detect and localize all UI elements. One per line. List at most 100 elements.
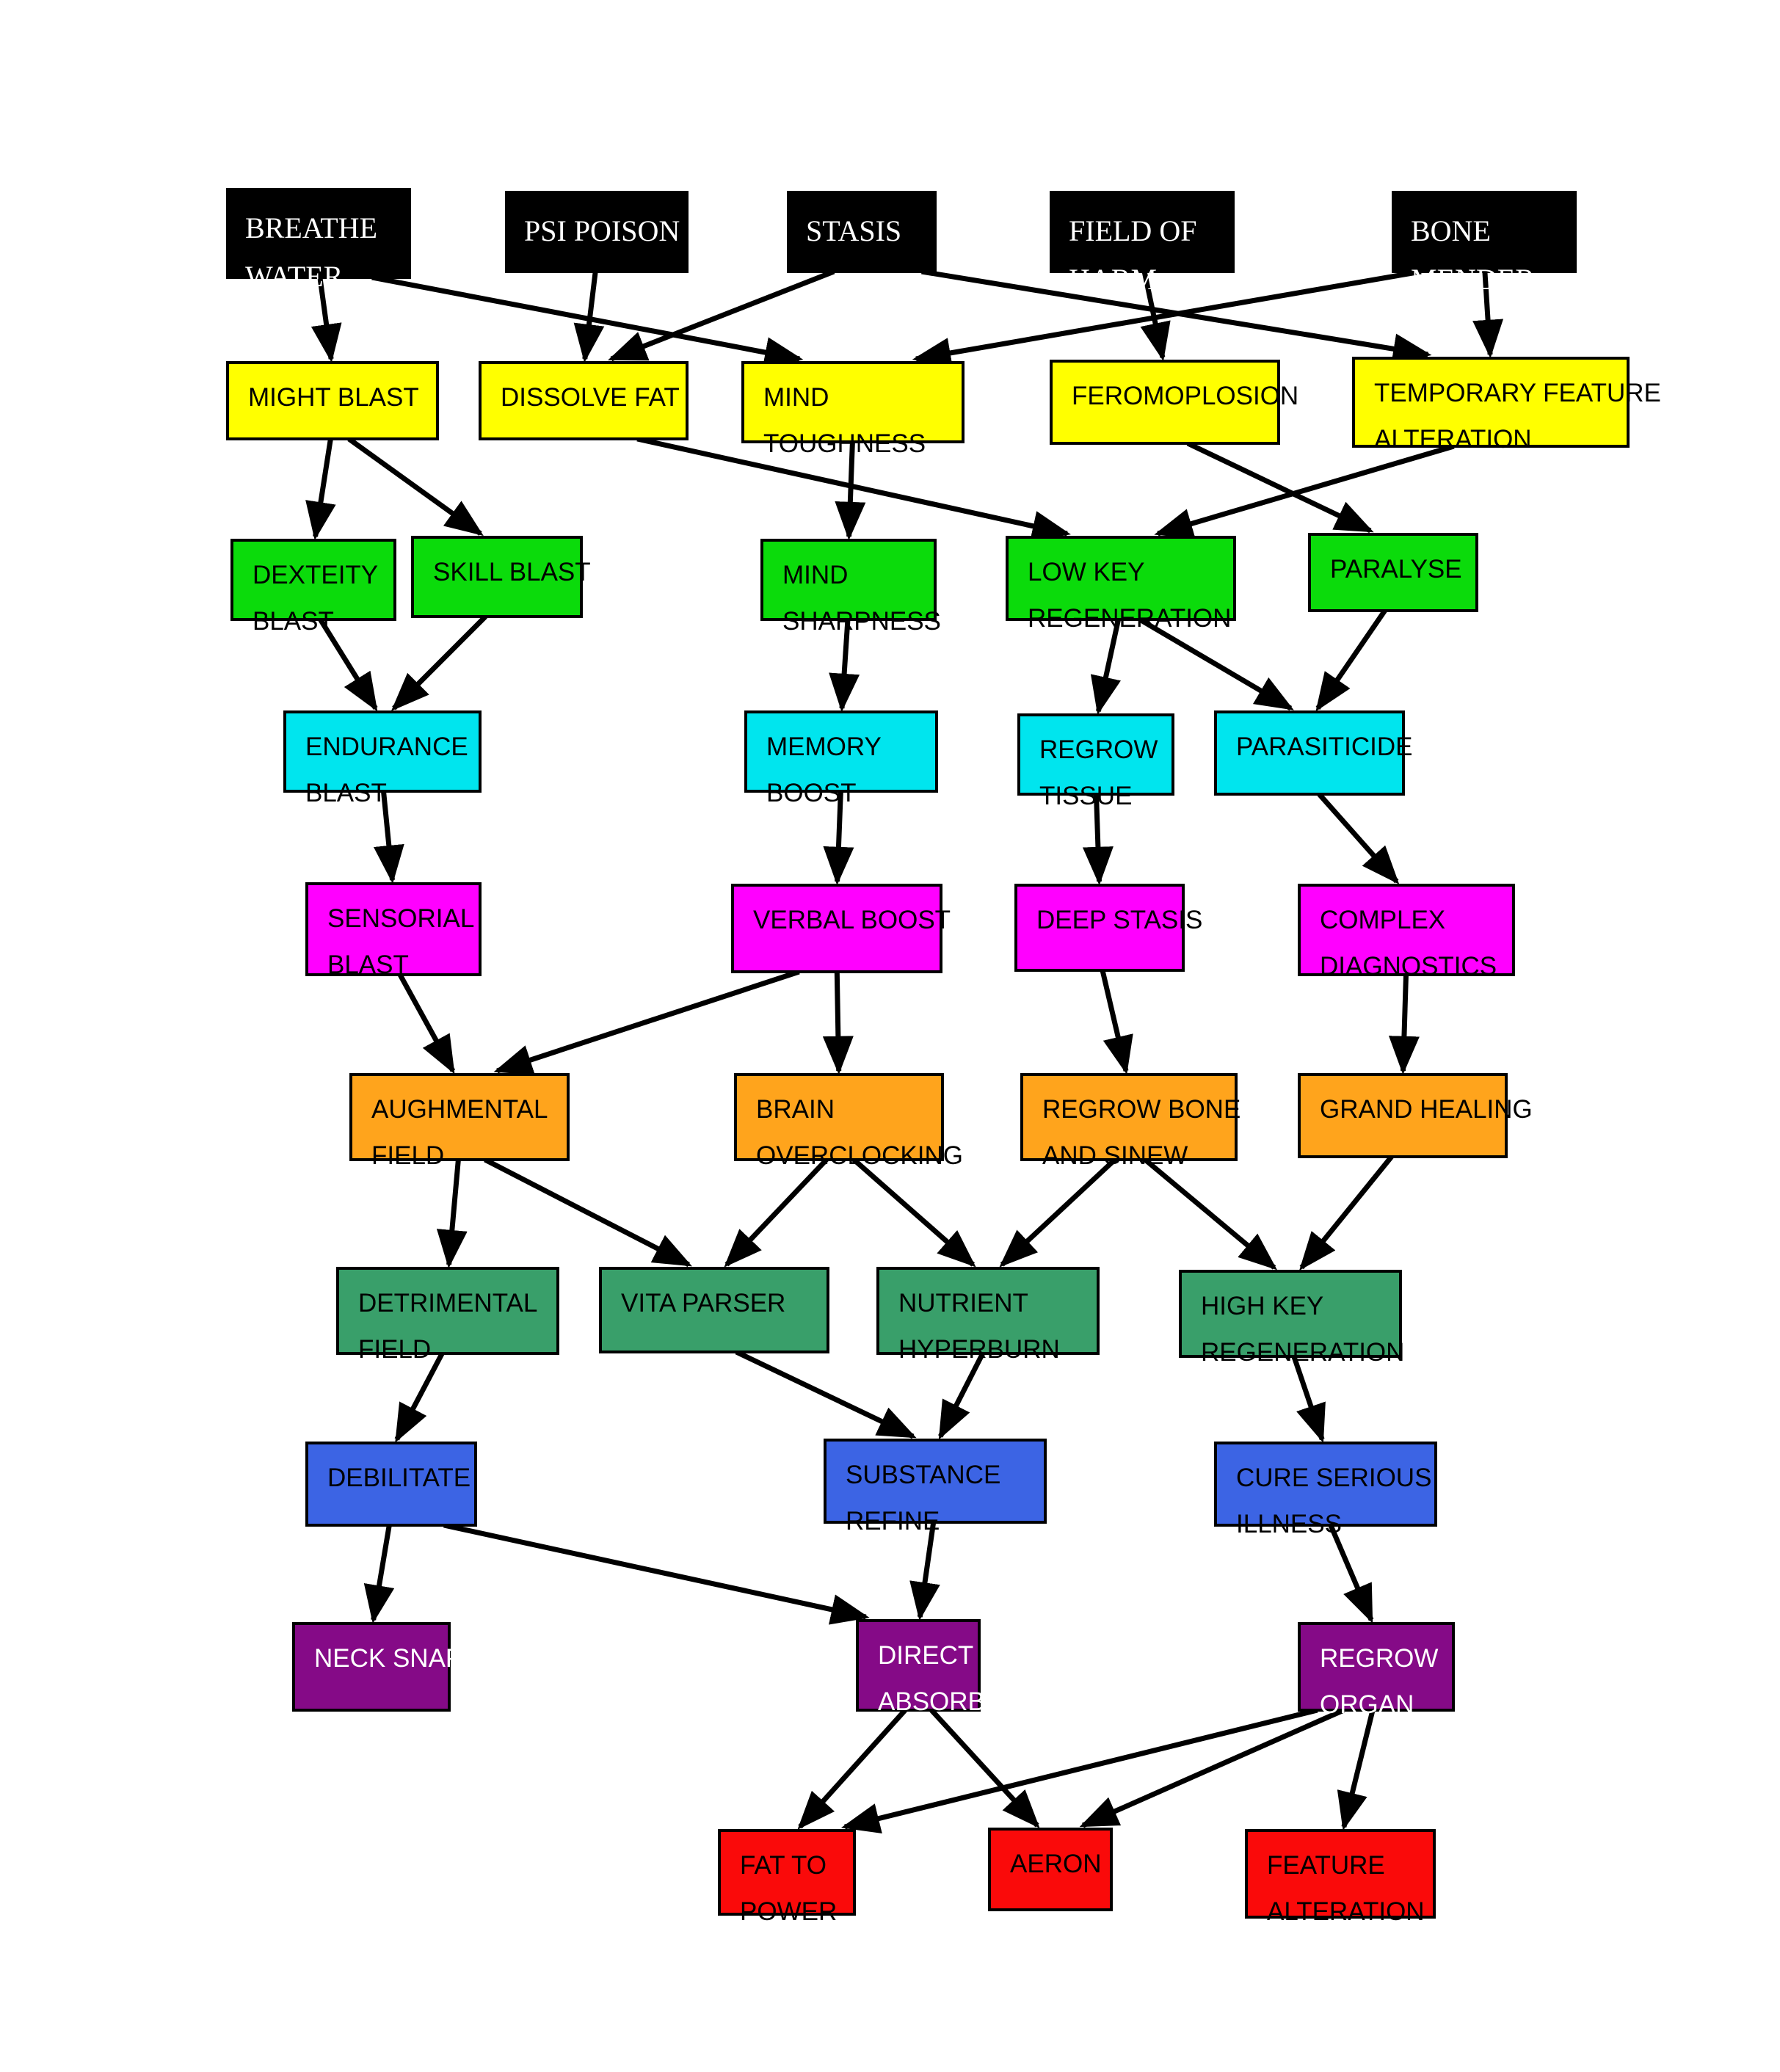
node-label-line: VITA PARSER: [621, 1289, 786, 1317]
node-label-line: DETRIMENTAL: [358, 1289, 538, 1317]
node-label-line: OVERCLOCKING: [756, 1141, 963, 1170]
node-aeron: AERON: [988, 1828, 1113, 1911]
edge-might-blast--dexteity-blast: [305, 438, 336, 541]
node-breathe-water: BREATHE WATER: [226, 188, 411, 293]
edge-regrow-organ--fat-to-power: [840, 1707, 1318, 1834]
node-sensorial-blast: SENSORIAL BLAST: [305, 882, 482, 979]
node-label-line: TOUGHNESS: [763, 429, 926, 458]
node-grand-healing: GRAND HEALING: [1298, 1073, 1533, 1158]
node-stasis: STASIS: [787, 191, 937, 273]
node-feature-alteration: FEATURE ALTERATION: [1245, 1829, 1436, 1926]
node-might-blast: MIGHT BLAST: [226, 361, 439, 440]
node-label-line: DEXTEITY: [253, 561, 379, 589]
node-label-line: REGENERATION: [1201, 1338, 1405, 1367]
node-label-line: DEBILITATE: [327, 1464, 471, 1492]
node-dexteity-blast: DEXTEITY BLAST: [230, 539, 396, 636]
node-label-line: GRAND HEALING: [1320, 1095, 1533, 1124]
node-label-line: AUGHMENTAL: [371, 1095, 548, 1124]
node-label-line: REGROW: [1039, 735, 1158, 764]
node-label-line: ALTERATION: [1267, 1897, 1425, 1926]
edge-might-blast--skill-blast: [347, 437, 484, 537]
node-label-line: LOW KEY: [1028, 558, 1145, 586]
node-label-line: SKILL BLAST: [433, 558, 591, 586]
node-label-line: FIELD: [371, 1141, 445, 1170]
edge-deep-stasis--regrow-bone-and-sinew: [1100, 970, 1133, 1075]
node-label-line: FIELD: [358, 1335, 432, 1364]
edge-psi-poison--dissolve-fat: [573, 271, 605, 363]
node-label-line: AND SINEW: [1042, 1141, 1188, 1170]
node-label-line: WATER: [245, 260, 344, 293]
node-dissolve-fat: DISSOLVE FAT: [479, 361, 689, 440]
node-label-line: TISSUE: [1039, 782, 1133, 810]
node-label-line: ORGAN: [1320, 1690, 1414, 1719]
node-label-line: TEMPORARY FEATURE: [1374, 379, 1661, 407]
node-label-line: SENSORIAL: [327, 904, 475, 933]
edge-vita-parser--substance-refine: [735, 1349, 917, 1439]
edge-direct-absorb--fat-to-power: [797, 1708, 907, 1830]
node-label-line: NUTRIENT: [898, 1289, 1028, 1317]
node-label-line: REGENERATION: [1028, 604, 1232, 633]
node-label-line: ILLNESS: [1236, 1510, 1342, 1538]
node-psi-poison: PSI POISON: [505, 191, 689, 273]
node-label-line: HYPERBURN: [898, 1335, 1060, 1364]
edge-parasiticide--complex-diagnostics: [1317, 792, 1400, 884]
node-label-line: BLAST: [253, 607, 334, 636]
node-label-line: ENDURANCE: [305, 733, 468, 761]
node-low-key-regeneration: LOW KEY REGENERATION: [1006, 536, 1236, 633]
node-label-line: BOOST: [766, 779, 857, 807]
edge-sensorial-blast--aughmental-field: [397, 973, 456, 1075]
edge-debilitate--neck-snap: [363, 1524, 395, 1624]
node-bone-mender: BONE MENDER: [1392, 191, 1577, 296]
node-label-line: BREATHE: [245, 211, 377, 244]
node-label-line: COMPLEX: [1320, 906, 1446, 934]
node-label-line: REFINE: [846, 1507, 940, 1535]
node-endurance-blast: ENDURANCE BLAST: [283, 710, 482, 807]
node-label-line: BLAST: [327, 950, 409, 979]
node-substance-refine: SUBSTANCE REFINE: [824, 1439, 1047, 1535]
node-label-line: PARALYSE: [1330, 555, 1462, 584]
node-label-line: FEATURE: [1267, 1851, 1385, 1880]
node-label-line: PSI POISON: [524, 214, 680, 247]
node-label-line: BLAST: [305, 779, 387, 807]
node-regrow-bone-and-sinew: REGROW BONE AND SINEW: [1020, 1073, 1241, 1170]
node-label-line: FIELD OF: [1069, 214, 1197, 247]
node-label-line: DEEP STASIS: [1036, 906, 1203, 934]
node-label-line: REGROW BONE: [1042, 1095, 1241, 1124]
node-label-line: PARASITICIDE: [1236, 733, 1413, 761]
edge-direct-absorb--aeron: [929, 1708, 1040, 1828]
node-vita-parser: VITA PARSER: [599, 1267, 829, 1353]
node-label-line: MIND: [782, 561, 849, 589]
node-high-key-regeneration: HIGH KEY REGENERATION: [1179, 1270, 1404, 1367]
edge-debilitate--direct-absorb: [443, 1522, 870, 1625]
node-label-line: NECK SNAP: [314, 1644, 463, 1673]
node-label-line: VERBAL BOOST: [753, 906, 951, 934]
node-label-line: POWER: [740, 1897, 838, 1926]
edge-verbal-boost--aughmental-field: [493, 969, 800, 1075]
node-label-line: SUBSTANCE: [846, 1461, 1001, 1489]
node-debilitate: DEBILITATE: [305, 1442, 477, 1527]
node-regrow-organ: REGROW ORGAN: [1298, 1622, 1455, 1719]
node-nutrient-hyperburn: NUTRIENT HYPERBURN: [876, 1267, 1100, 1364]
node-label-line: MENDER: [1411, 263, 1535, 296]
node-memory-boost: MEMORY BOOST: [744, 710, 938, 807]
node-fat-to-power: FAT TO POWER: [718, 1829, 856, 1926]
node-label-line: FEROMOPLOSION: [1072, 382, 1299, 410]
node-label-line: BONE: [1411, 214, 1491, 247]
node-label-line: MIND: [763, 383, 829, 412]
node-neck-snap: NECK SNAP: [292, 1622, 463, 1712]
node-label-line: ABSORB: [878, 1687, 985, 1716]
edge-grand-healing--high-key-regeneration: [1298, 1155, 1394, 1271]
edge-stasis--dissolve-fat: [608, 269, 835, 362]
node-label-line: HIGH KEY: [1201, 1292, 1324, 1320]
node-label-line: MIGHT BLAST: [248, 383, 419, 412]
node-label-line: MEMORY: [766, 733, 882, 761]
node-label-line: CURE SERIOUS: [1236, 1464, 1432, 1492]
node-label-line: FAT TO: [740, 1851, 827, 1880]
node-label-line: REGROW: [1320, 1644, 1439, 1673]
edge-skill-blast--endurance-blast: [390, 614, 487, 711]
